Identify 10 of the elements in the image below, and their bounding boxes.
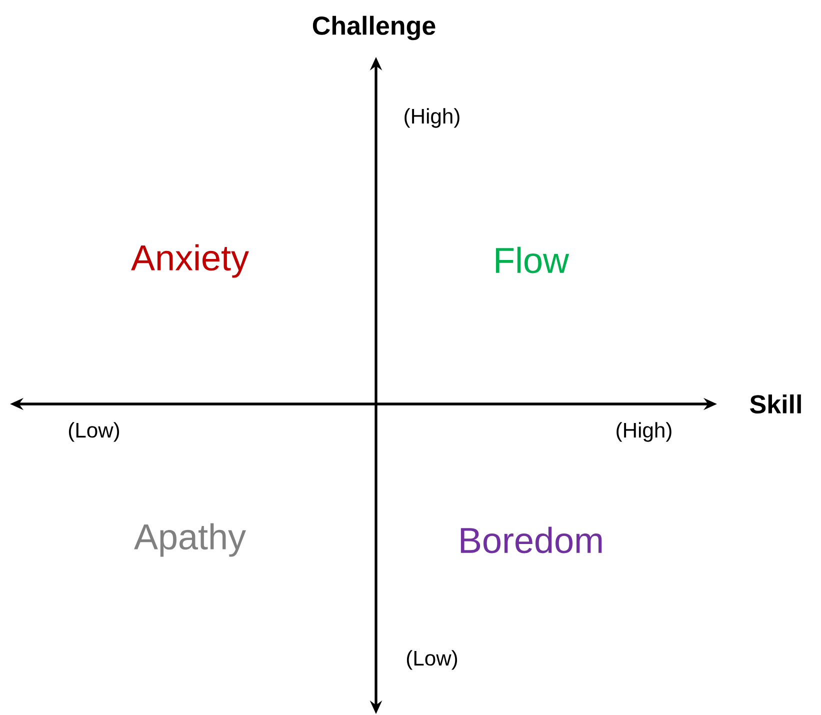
quadrant-label: Boredom bbox=[460, 526, 602, 554]
axis-title: Challenge bbox=[312, 16, 436, 40]
axis-end-label: (High) bbox=[616, 422, 672, 442]
quadrant-label: Apathy bbox=[134, 523, 246, 557]
quadrant-label: Anxiety bbox=[131, 244, 249, 278]
axis-end-label: (Low) bbox=[406, 650, 458, 670]
axis-title: Skill bbox=[750, 394, 801, 414]
axis-end-label: (High) bbox=[404, 108, 460, 128]
quadrant-label: Flow bbox=[496, 246, 570, 274]
axis-end-label: (Low) bbox=[68, 422, 120, 442]
